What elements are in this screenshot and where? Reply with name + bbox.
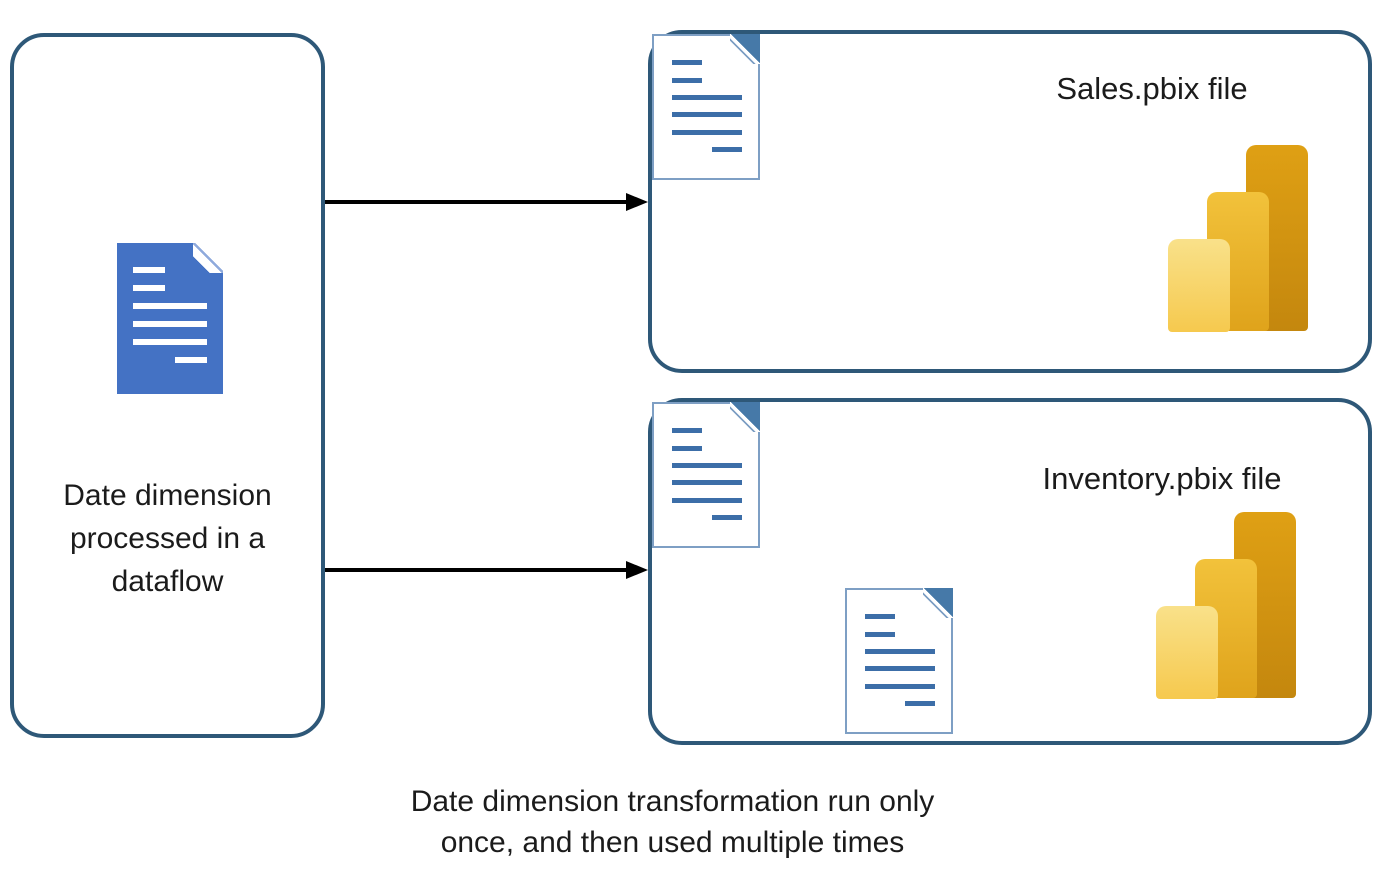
doc-text-line [133, 267, 165, 273]
doc-text-line [865, 666, 935, 671]
dataflow-source-box: Date dimension processed in a dataflow [10, 33, 325, 738]
source-box-label: Date dimension processed in a dataflow [14, 474, 321, 603]
document-icon [652, 34, 760, 180]
source-box-label-line: Date dimension [63, 479, 272, 512]
doc-text-line [865, 684, 935, 689]
power-bi-logo-icon [1168, 145, 1311, 333]
powerbi-bar-short [1168, 239, 1230, 332]
caption-line: Date dimension transformation run only [410, 785, 935, 818]
source-box-label-line: processed in a [69, 522, 266, 555]
doc-text-line [672, 78, 702, 83]
arrow-head-icon [626, 193, 648, 211]
arrow-head-icon [626, 561, 648, 579]
doc-text-line [672, 95, 742, 100]
doc-text-line [712, 515, 742, 520]
doc-text-line [865, 614, 895, 619]
doc-text-line [133, 339, 207, 345]
diagram-caption: Date dimension transformation run only o… [0, 781, 1345, 863]
doc-text-line [133, 321, 207, 327]
doc-text-line [133, 285, 165, 291]
doc-text-line [672, 130, 742, 135]
power-bi-logo-icon [1156, 512, 1299, 700]
sales-pbix-box: Sales.pbix file [648, 30, 1372, 373]
doc-text-line [672, 446, 702, 451]
document-icon [845, 588, 953, 734]
doc-text-line [865, 632, 895, 637]
inventory-box-title: Inventory.pbix file [1042, 461, 1282, 496]
folded-corner-icon [193, 243, 223, 273]
caption-line: once, and then used multiple times [440, 826, 905, 859]
sales-box-title: Sales.pbix file [1056, 71, 1248, 106]
doc-text-line [905, 701, 935, 706]
powerbi-bar-short [1156, 606, 1218, 699]
folded-corner-icon [923, 588, 953, 618]
document-icon [652, 402, 760, 548]
doc-text-line [672, 498, 742, 503]
doc-text-line [672, 480, 742, 485]
doc-text-line [672, 112, 742, 117]
doc-text-line [672, 463, 742, 468]
doc-text-line [865, 649, 935, 654]
dataflow-document-icon [117, 243, 223, 394]
arrow-line [325, 568, 628, 572]
doc-text-line [672, 60, 702, 65]
doc-text-line [133, 303, 207, 309]
inventory-pbix-box: Inventory.pbix file [648, 398, 1372, 745]
folded-corner-icon [730, 402, 760, 432]
source-box-label-line: dataflow [111, 565, 224, 598]
doc-text-line [175, 357, 207, 363]
doc-text-line [672, 428, 702, 433]
doc-text-line [712, 147, 742, 152]
arrow-line [325, 200, 628, 204]
folded-corner-icon [730, 34, 760, 64]
